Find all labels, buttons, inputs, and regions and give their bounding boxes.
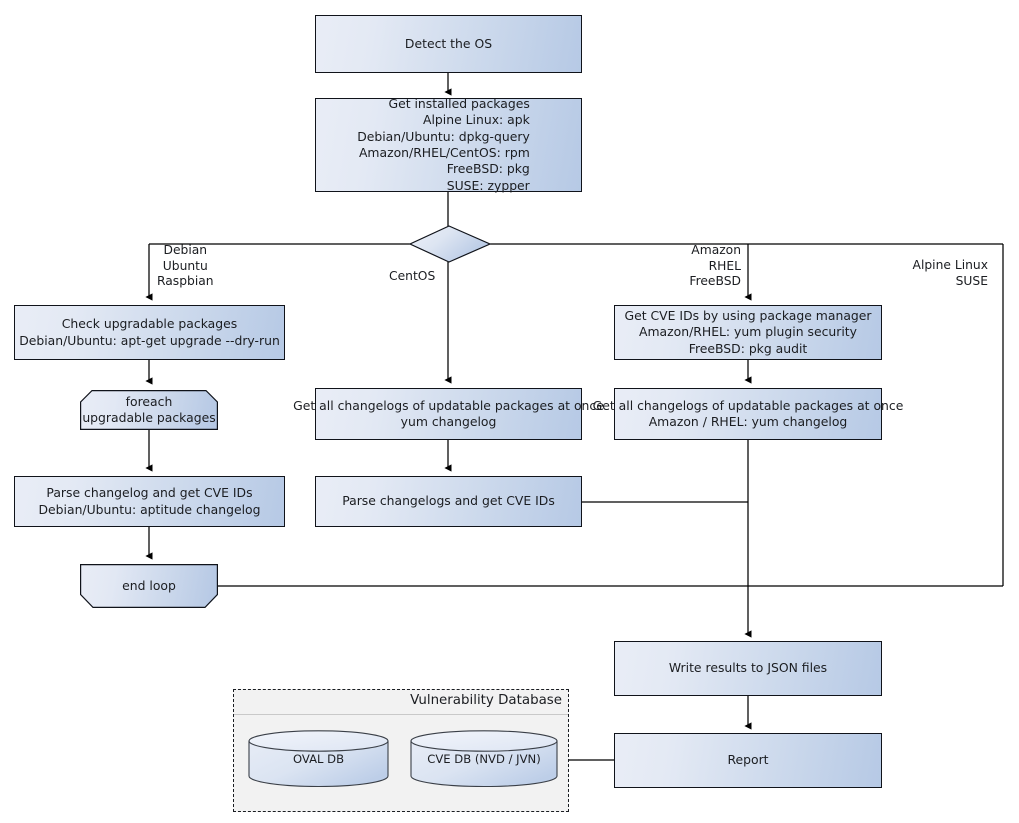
node-end-loop[interactable]: end loop [80, 564, 218, 608]
vulnerability-database-title: Vulnerability Database [410, 693, 562, 708]
db-cylinder-cve-shape [410, 730, 558, 788]
node-changelogs-rhel[interactable]: Get all changelogs of updatable packages… [593, 388, 903, 440]
node-end-loop-label: end loop [122, 577, 176, 593]
node-write-json[interactable]: Write results to JSON files [614, 641, 882, 696]
node-write-json-label: Write results to JSON files [668, 660, 828, 676]
os-decision-diamond [408, 225, 492, 263]
node-foreach-loop-outline [80, 390, 218, 430]
node-end-loop-fill [80, 564, 218, 608]
node-parse-changelogs-centos[interactable]: Parse changelogs and get CVE IDs [315, 476, 582, 527]
vulnerability-database-divider [234, 714, 568, 715]
db-cylinder-cve-label: CVE DB (NVD / JVN) [427, 751, 541, 766]
node-detect-os-label: Detect the OS [404, 35, 493, 51]
node-detect-os[interactable]: Detect the OS [315, 15, 582, 73]
db-cylinder-oval-label: OVAL DB [292, 751, 345, 766]
branch-label-centos: CentOS [389, 269, 436, 283]
node-changelogs-centos[interactable]: Get all changelogs of updatable packages… [293, 388, 604, 440]
node-report[interactable]: Report [614, 733, 882, 788]
db-cylinder-oval[interactable]: OVAL DB [248, 730, 389, 788]
node-end-loop-outline [80, 564, 218, 608]
db-cylinder-cve[interactable]: CVE DB (NVD / JVN) [410, 730, 558, 788]
node-changelogs-rhel-label: Get all changelogs of updatable packages… [592, 397, 904, 429]
node-report-label: Report [727, 752, 769, 768]
node-changelogs-centos-label: Get all changelogs of updatable packages… [293, 397, 604, 429]
db-cylinder-oval-shape [248, 730, 389, 788]
node-foreach-loop-fill [80, 390, 218, 430]
node-parse-changelogs-centos-label: Parse changelogs and get CVE IDs [342, 493, 555, 509]
